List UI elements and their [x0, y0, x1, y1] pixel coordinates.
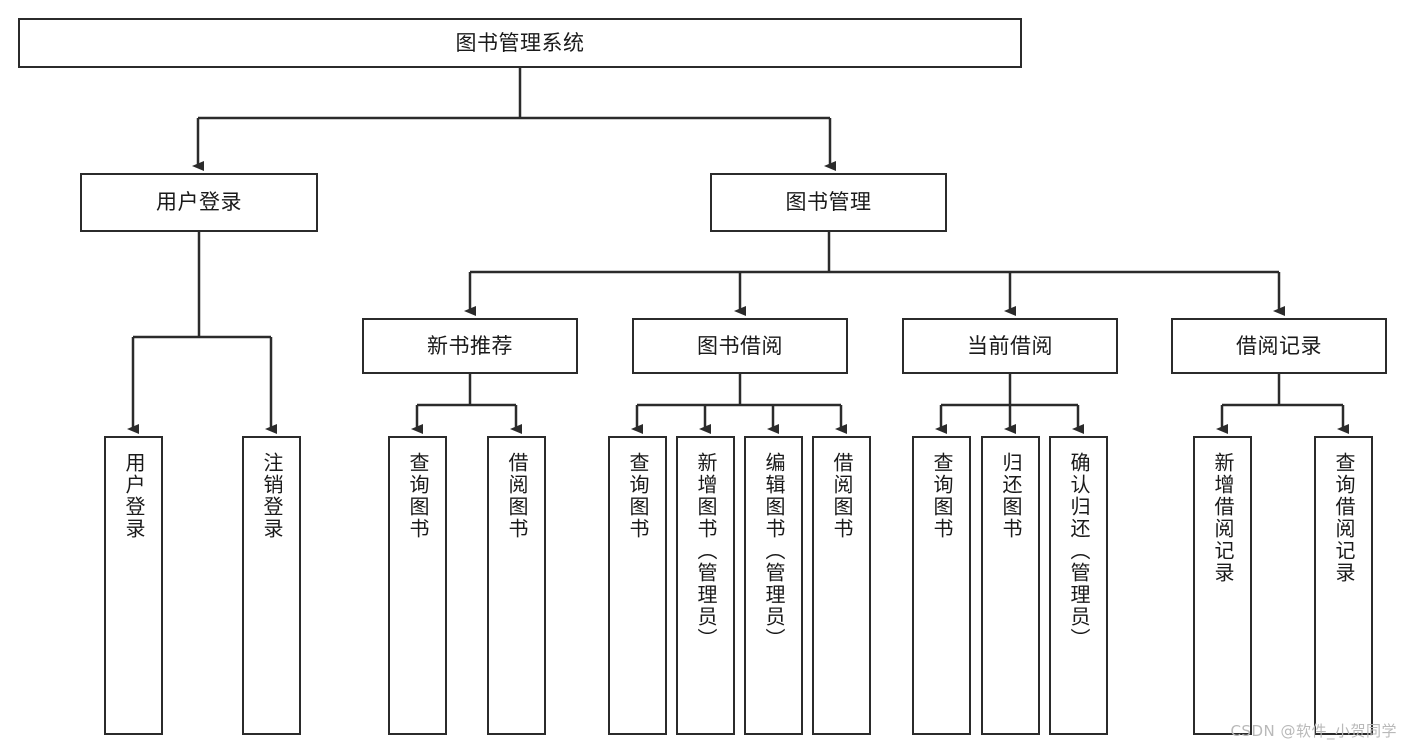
node-new-book-recommend[interactable]: 新书推荐: [362, 318, 578, 374]
node-leaf-current-query-book[interactable]: 查询图书: [912, 436, 971, 735]
node-leaf-user-logout[interactable]: 注销登录: [242, 436, 301, 735]
node-leaf-borrow-add-book[interactable]: 新增图书（管理员）: [676, 436, 735, 735]
node-current-borrow-label: 当前借阅: [967, 333, 1053, 358]
node-leaf-user-logout-label: 注销登录: [260, 452, 284, 540]
node-user-login-label: 用户登录: [156, 190, 242, 215]
node-leaf-borrow-lend-book[interactable]: 借阅图书: [812, 436, 871, 735]
node-leaf-current-return-book[interactable]: 归还图书: [981, 436, 1040, 735]
node-leaf-record-add[interactable]: 新增借阅记录: [1193, 436, 1252, 735]
node-leaf-current-confirm-return-label: 确认归还（管理员）: [1067, 452, 1091, 650]
node-leaf-borrow-lend-book-label: 借阅图书: [830, 452, 854, 540]
node-book-borrow[interactable]: 图书借阅: [632, 318, 848, 374]
node-leaf-current-confirm-return[interactable]: 确认归还（管理员）: [1049, 436, 1108, 735]
node-book-manage[interactable]: 图书管理: [710, 173, 947, 232]
node-user-login[interactable]: 用户登录: [80, 173, 318, 232]
node-leaf-borrow-query-book[interactable]: 查询图书: [608, 436, 667, 735]
node-root[interactable]: 图书管理系统: [18, 18, 1022, 68]
node-leaf-record-add-label: 新增借阅记录: [1211, 452, 1235, 584]
node-book-borrow-label: 图书借阅: [697, 333, 783, 358]
node-leaf-user-login-label: 用户登录: [122, 452, 146, 540]
node-leaf-recommend-query-book[interactable]: 查询图书: [388, 436, 447, 735]
node-root-label: 图书管理系统: [455, 30, 585, 55]
node-leaf-borrow-edit-book-label: 编辑图书（管理员）: [762, 452, 786, 650]
node-leaf-borrow-add-book-label: 新增图书（管理员）: [694, 452, 718, 650]
node-leaf-recommend-borrow-book-label: 借阅图书: [505, 452, 529, 540]
node-borrow-record-label: 借阅记录: [1236, 333, 1322, 358]
node-leaf-record-search[interactable]: 查询借阅记录: [1314, 436, 1373, 735]
node-leaf-recommend-borrow-book[interactable]: 借阅图书: [487, 436, 546, 735]
node-leaf-recommend-query-book-label: 查询图书: [406, 452, 430, 540]
node-leaf-borrow-query-book-label: 查询图书: [626, 452, 650, 540]
node-leaf-borrow-edit-book[interactable]: 编辑图书（管理员）: [744, 436, 803, 735]
node-leaf-current-query-book-label: 查询图书: [930, 452, 954, 540]
node-leaf-user-login[interactable]: 用户登录: [104, 436, 163, 735]
node-book-manage-label: 图书管理: [785, 190, 872, 215]
node-leaf-record-search-label: 查询借阅记录: [1332, 452, 1356, 584]
node-borrow-record[interactable]: 借阅记录: [1171, 318, 1387, 374]
node-current-borrow[interactable]: 当前借阅: [902, 318, 1118, 374]
node-new-book-recommend-label: 新书推荐: [427, 333, 513, 358]
node-leaf-current-return-book-label: 归还图书: [999, 452, 1023, 540]
